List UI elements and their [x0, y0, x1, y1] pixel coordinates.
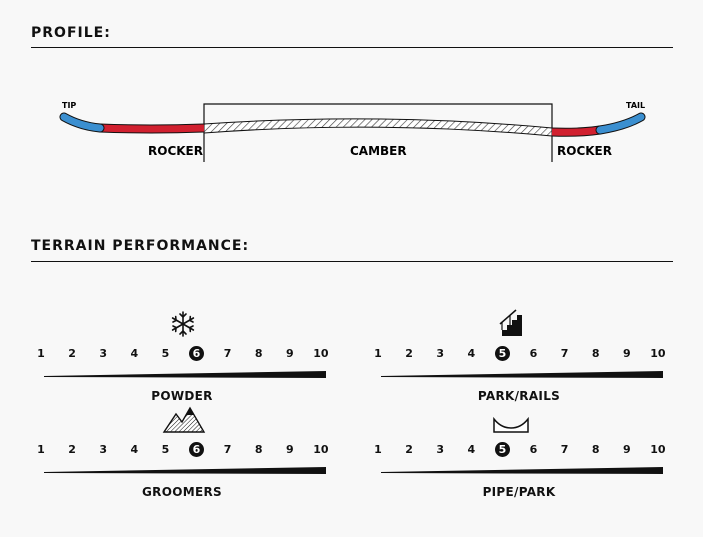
rating-name: POWDER: [151, 389, 213, 403]
scale-number: 10: [313, 443, 329, 456]
scale-number: 4: [467, 443, 476, 456]
scale-number: 8: [591, 347, 600, 360]
rocker-left: [99, 124, 205, 133]
rating-wedge: [44, 467, 326, 474]
scale-number: 2: [68, 347, 76, 360]
scale-number: 5: [494, 442, 510, 457]
scale-number: 10: [650, 443, 666, 456]
pipe-park-meter: 1 2 3 4 5 6 7 8 9 10 PIPE/PARK: [369, 404, 669, 514]
scale-number: 6: [529, 347, 538, 360]
scale-number: 4: [467, 347, 476, 360]
scale-number: 5: [161, 347, 170, 360]
tail-section: [596, 113, 645, 134]
powder-meter: 1 2 3 4 5 6 7 8 9 10 POWDER: [32, 308, 332, 418]
scale-number: 1: [374, 347, 382, 360]
scale-number: 6: [189, 442, 204, 457]
scale-number: 4: [130, 347, 139, 360]
scale-number: 6: [529, 443, 538, 456]
rating-wedge: [381, 371, 663, 378]
tail-label: TAIL: [626, 101, 645, 110]
scale-number: 3: [99, 443, 108, 456]
scale-number: 3: [436, 347, 445, 360]
rocker-right-label: ROCKER: [557, 144, 612, 158]
tip-section: [60, 113, 104, 132]
stair-rail-icon: [369, 308, 669, 344]
scale-number: 9: [622, 347, 631, 360]
halfpipe-icon: [369, 404, 669, 440]
camber-section: [203, 118, 553, 137]
groomers-meter: 1 2 3 4 5 6 7 8 9 10 GROOMERS: [32, 404, 332, 514]
terrain-divider: [31, 261, 673, 262]
board-profile-diagram: TIP TAIL ROCKER CAMBER ROCKER: [59, 101, 646, 162]
rocker-right: [551, 126, 601, 136]
scale-number: 8: [254, 443, 263, 456]
scale-number: 1: [37, 443, 45, 456]
profile-divider: [31, 47, 673, 48]
terrain-title: TERRAIN PERFORMANCE:: [31, 238, 250, 254]
rating-name: PARK/RAILS: [477, 389, 561, 403]
mountain-icon: [32, 404, 332, 440]
scale-number: 7: [223, 347, 232, 360]
scale-number: 2: [68, 443, 76, 456]
scale-number: 9: [622, 443, 631, 456]
rating-wedge: [381, 467, 663, 474]
scale-number: 7: [223, 443, 232, 456]
scale-number: 1: [374, 443, 382, 456]
scale-number: 6: [189, 346, 204, 361]
rating-wedge: [44, 371, 326, 378]
scale-number: 5: [161, 443, 170, 456]
rating-name: PIPE/PARK: [482, 485, 556, 499]
scale-number: 7: [560, 443, 569, 456]
scale-number: 10: [650, 347, 666, 360]
snowflake-icon: [32, 308, 332, 344]
scale-number: 5: [494, 346, 510, 361]
scale-number: 9: [285, 443, 294, 456]
scale-number: 3: [436, 443, 445, 456]
scale-number: 4: [130, 443, 139, 456]
scale-number: 3: [99, 347, 108, 360]
scale-number: 1: [37, 347, 45, 360]
scale-number: 8: [254, 347, 263, 360]
scale-number: 7: [560, 347, 569, 360]
scale-number: 2: [405, 347, 413, 360]
rating-name: GROOMERS: [142, 485, 222, 499]
park-rails-meter: 1 2 3 4 5 6 7 8 9 10 PARK/RAILS: [369, 308, 669, 418]
scale-number: 8: [591, 443, 600, 456]
scale-number: 9: [285, 347, 294, 360]
rocker-left-label: ROCKER: [148, 144, 203, 158]
profile-title: PROFILE:: [31, 25, 111, 41]
camber-label: CAMBER: [350, 144, 407, 158]
tip-label: TIP: [62, 101, 76, 110]
scale-number: 10: [313, 347, 329, 360]
scale-number: 2: [405, 443, 413, 456]
